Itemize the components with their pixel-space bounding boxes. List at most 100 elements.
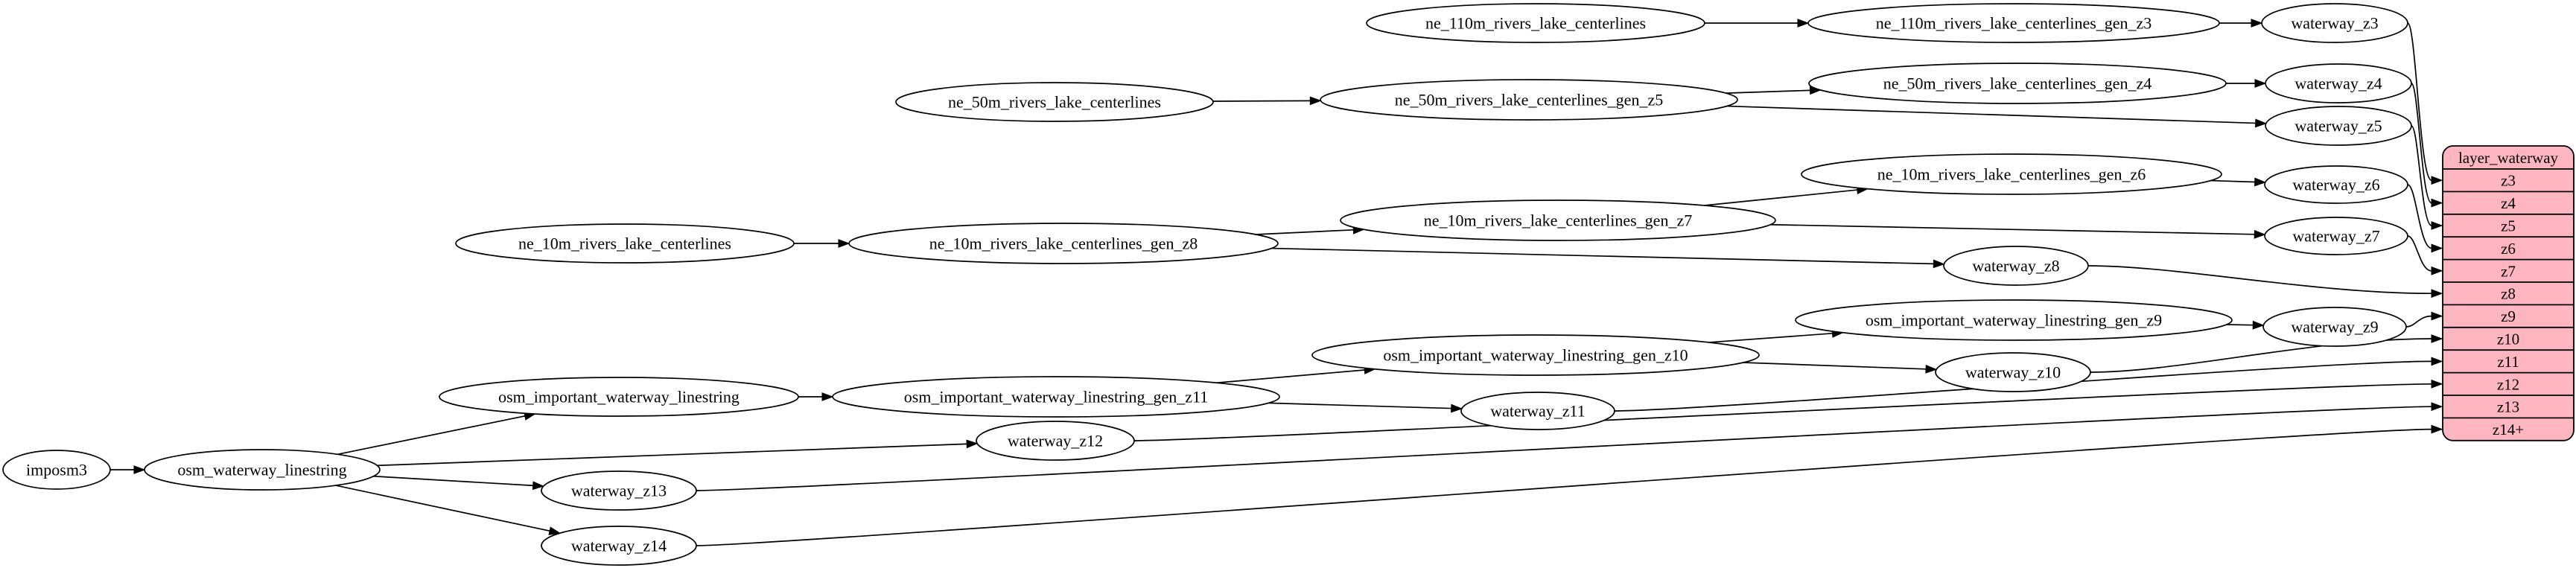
node-ellipse-ne_110m_rivers_lake_centerlines [1366, 3, 1705, 43]
node-waterway_z3: waterway_z3 [2261, 3, 2408, 43]
node-ellipse-waterway_z9 [2262, 307, 2407, 347]
record-row-label-z10: z10 [2497, 331, 2519, 348]
record-row-label-z4: z4 [2501, 194, 2516, 212]
record-row-label-z12: z12 [2497, 375, 2519, 393]
edge-waterway_z9-to-layer_waterway-z9 [2405, 315, 2432, 328]
node-ne_110m_rivers_lake_centerlines_gen_z3: ne_110m_rivers_lake_centerlines_gen_z3 [1807, 3, 2220, 43]
record-header-label: layer_waterway [2458, 149, 2559, 167]
node-ne_10m_rivers_lake_centerlines: ne_10m_rivers_lake_centerlines [455, 223, 795, 264]
node-waterway_z4: waterway_z4 [2265, 63, 2412, 103]
node-waterway_z10: waterway_z10 [1935, 352, 2091, 392]
node-ellipse-ne_50m_rivers_lake_centerlines_gen_z5 [1320, 79, 1738, 121]
node-label-waterway_z14: waterway_z14 [571, 537, 667, 555]
edge-ne_10m_rivers_lake_centerlines_gen_z6-to-waterway_z6-arrowhead [2254, 177, 2267, 187]
node-waterway_z7: waterway_z7 [2264, 217, 2408, 255]
node-ellipse-osm_important_waterway_linestring_gen_z9 [1795, 299, 2233, 341]
record-row-label-z3: z3 [2501, 172, 2516, 190]
edge-osm_important_waterway_linestring_gen_z10-to-waterway_z10-arrowhead [1925, 364, 1938, 374]
edge-waterway_z14-to-layer_waterway-z14+-arrowhead [2431, 424, 2443, 434]
record-row-label-z7: z7 [2501, 262, 2516, 280]
node-label-imposm3: imposm3 [26, 461, 87, 479]
node-label-ne_110m_rivers_lake_centerlines_gen_z3: ne_110m_rivers_lake_centerlines_gen_z3 [1876, 14, 2152, 33]
node-label-osm_important_waterway_linestring_gen_z9: osm_important_waterway_linestring_gen_z9 [1866, 311, 2162, 330]
edge-ne_50m_rivers_lake_centerlines-to-ne_50m_rivers_lake_centerlines_gen_z5-arrowhead [1309, 96, 1322, 106]
node-imposm3: imposm3 [2, 450, 111, 490]
record-row-label-z13: z13 [2497, 398, 2519, 416]
edge-ne_10m_rivers_lake_centerlines_gen_z8-to-waterway_z8 [1271, 247, 1934, 265]
node-ellipse-waterway_z8 [1943, 246, 2089, 286]
edge-ne_10m_rivers_lake_centerlines_gen_z7-to-ne_10m_rivers_lake_centerlines_gen_z6 [1704, 189, 1857, 206]
record-row-label-z9: z9 [2501, 307, 2516, 325]
node-ellipse-waterway_z6 [2264, 165, 2408, 204]
node-ellipse-ne_10m_rivers_lake_centerlines_gen_z7 [1340, 200, 1776, 241]
record-node-layer_waterway: layer_waterwayz3z4z5z6z7z8z9z10z11z12z13… [2442, 145, 2575, 441]
record-row-label-z11: z11 [2497, 353, 2519, 371]
node-label-waterway_z11: waterway_z11 [1490, 402, 1585, 421]
edge-osm_important_waterway_linestring_gen_z11-to-osm_important_waterway_linestring_gen_z10 [1216, 369, 1365, 384]
edge-waterway_z14-to-layer_waterway-z14+ [696, 428, 2432, 546]
node-ne_10m_rivers_lake_centerlines_gen_z8: ne_10m_rivers_lake_centerlines_gen_z8 [848, 223, 1279, 264]
edge-waterway_z8-to-layer_waterway-z8-arrowhead [2431, 289, 2443, 299]
node-ellipse-ne_10m_rivers_lake_centerlines [455, 223, 795, 264]
edge-ne_10m_rivers_lake_centerlines_gen_z6-to-waterway_z6 [2210, 179, 2255, 183]
node-ellipse-imposm3 [2, 450, 111, 490]
edge-osm_important_waterway_linestring_gen_z10-to-waterway_z10 [1743, 362, 1927, 370]
node-waterway_z6: waterway_z6 [2264, 165, 2408, 204]
node-label-osm_important_waterway_linestring: osm_important_waterway_linestring [498, 388, 740, 406]
edge-osm_important_waterway_linestring_gen_z9-to-waterway_z9-arrowhead [2252, 320, 2265, 330]
edge-waterway_z5-to-layer_waterway-z5 [2411, 125, 2432, 226]
node-label-waterway_z4: waterway_z4 [2294, 74, 2382, 93]
node-label-waterway_z5: waterway_z5 [2294, 117, 2382, 135]
record-outline [2442, 145, 2575, 441]
node-ellipse-waterway_z4 [2265, 63, 2412, 103]
record-row-label-z8: z8 [2501, 285, 2516, 303]
node-ellipse-osm_important_waterway_linestring [439, 377, 799, 417]
node-label-ne_50m_rivers_lake_centerlines: ne_50m_rivers_lake_centerlines [948, 93, 1161, 112]
edge-osm_waterway_linestring-to-waterway_z12 [377, 443, 967, 467]
node-ellipse-waterway_z7 [2264, 217, 2408, 255]
node-ne_110m_rivers_lake_centerlines: ne_110m_rivers_lake_centerlines [1366, 3, 1705, 43]
edge-waterway_z7-to-layer_waterway-z7 [2407, 235, 2432, 272]
node-label-waterway_z10: waterway_z10 [1965, 363, 2061, 382]
node-osm_important_waterway_linestring_gen_z11: osm_important_waterway_linestring_gen_z1… [832, 376, 1280, 418]
node-label-waterway_z13: waterway_z13 [571, 482, 667, 500]
node-ellipse-ne_10m_rivers_lake_centerlines_gen_z6 [1801, 153, 2222, 195]
node-ellipse-waterway_z12 [976, 421, 1135, 461]
edge-waterway_z13-to-layer_waterway-z13 [696, 406, 2432, 491]
node-osm_important_waterway_linestring: osm_important_waterway_linestring [439, 377, 799, 417]
node-label-osm_important_waterway_linestring_gen_z10: osm_important_waterway_linestring_gen_z1… [1383, 346, 1688, 365]
node-ne_50m_rivers_lake_centerlines: ne_50m_rivers_lake_centerlines [895, 82, 1214, 122]
edge-waterway_z10-to-layer_waterway-z10 [2090, 338, 2432, 373]
node-ellipse-osm_waterway_linestring [144, 449, 381, 491]
node-osm_waterway_linestring: osm_waterway_linestring [144, 449, 381, 491]
node-label-ne_10m_rivers_lake_centerlines_gen_z6: ne_10m_rivers_lake_centerlines_gen_z6 [1877, 165, 2146, 184]
edge-waterway_z3-to-layer_waterway-z3 [2407, 22, 2432, 182]
node-osm_important_waterway_linestring_gen_z10: osm_important_waterway_linestring_gen_z1… [1311, 334, 1760, 376]
edge-waterway_z4-to-layer_waterway-z4 [2411, 83, 2432, 204]
node-waterway_z14: waterway_z14 [541, 526, 697, 566]
nodes-layer: imposm3 osm_waterway_linestring osm_import… [2, 3, 2412, 566]
edge-ne_110m_rivers_lake_centerlines_gen_z3-to-waterway_z3-arrowhead [2251, 19, 2263, 28]
edge-waterway_z4-to-layer_waterway-z4-arrowhead [2431, 198, 2443, 208]
edge-waterway_z12-to-layer_waterway-z12-arrowhead [2431, 379, 2443, 389]
edge-waterway_z3-to-layer_waterway-z3-arrowhead [2431, 176, 2443, 185]
node-waterway_z11: waterway_z11 [1460, 392, 1615, 430]
node-ne_10m_rivers_lake_centerlines_gen_z7: ne_10m_rivers_lake_centerlines_gen_z7 [1340, 200, 1776, 241]
node-waterway_z13: waterway_z13 [541, 470, 697, 511]
edge-ne_50m_rivers_lake_centerlines_gen_z4-to-waterway_z4-arrowhead [2254, 79, 2267, 88]
node-ellipse-waterway_z10 [1935, 352, 2091, 392]
edge-waterway_z9-to-layer_waterway-z9-arrowhead [2431, 311, 2443, 321]
node-waterway_z12: waterway_z12 [976, 421, 1135, 461]
node-label-ne_50m_rivers_lake_centerlines_gen_z4: ne_50m_rivers_lake_centerlines_gen_z4 [1883, 74, 2152, 93]
node-label-ne_110m_rivers_lake_centerlines: ne_110m_rivers_lake_centerlines [1425, 14, 1646, 33]
node-ellipse-ne_10m_rivers_lake_centerlines_gen_z8 [848, 223, 1279, 264]
node-label-waterway_z7: waterway_z7 [2292, 227, 2379, 246]
edge-osm_waterway_linestring-to-waterway_z12-arrowhead [966, 439, 979, 449]
edge-osm_waterway_linestring-to-waterway_z14-arrowhead [548, 526, 562, 535]
edges-layer [109, 22, 2432, 546]
edge-waterway_z10-to-layer_waterway-z10-arrowhead [2431, 334, 2443, 343]
edge-ne_50m_rivers_lake_centerlines_gen_z5-to-waterway_z5 [1726, 105, 2256, 124]
edge-waterway_z8-to-layer_waterway-z8 [2087, 265, 2432, 295]
node-ellipse-waterway_z5 [2265, 106, 2412, 146]
